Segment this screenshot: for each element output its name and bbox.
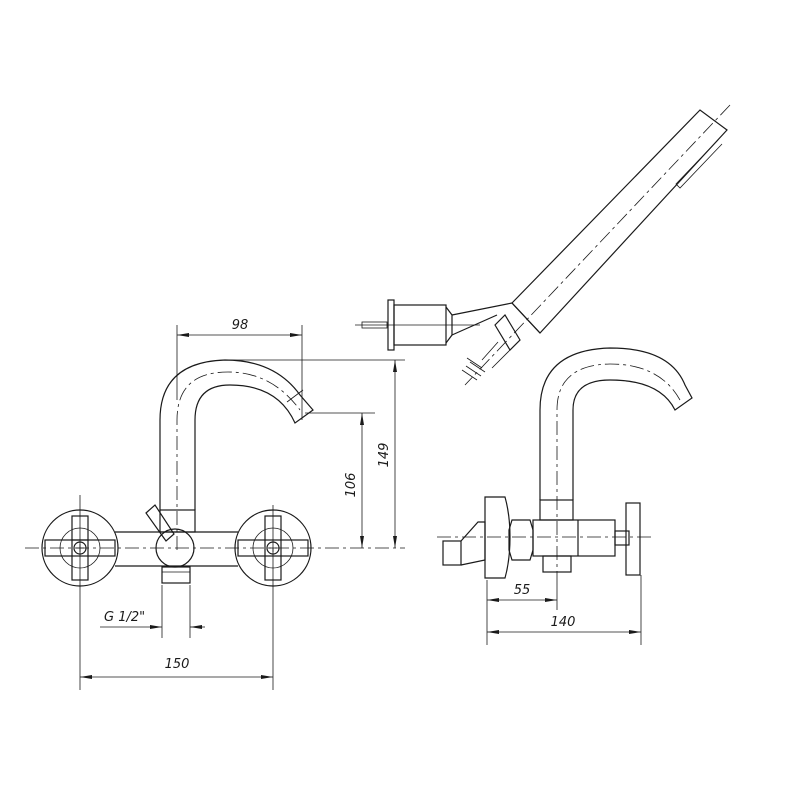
dim-149: 149 (377, 443, 392, 468)
spout (159, 359, 314, 550)
dim-106: 106 (344, 473, 359, 498)
front-view: 98 149 106 G 1/2" 150 (25, 318, 405, 690)
dim-g-half: G 1/2" (104, 610, 145, 625)
body (115, 504, 238, 584)
hose (461, 314, 521, 381)
side-cross-handle (625, 502, 641, 576)
dim-98: 98 (232, 318, 249, 333)
shower-handle (464, 104, 731, 386)
inlet-connector (442, 540, 462, 566)
side-view: 55 140 (437, 347, 693, 645)
left-handle (41, 495, 119, 600)
hand-shower (355, 104, 731, 386)
wall-holder (355, 299, 513, 351)
valve-body (532, 519, 616, 557)
wall-flange (484, 496, 511, 579)
hex-nut (508, 519, 534, 561)
right-handle (234, 505, 312, 600)
dim-55: 55 (514, 583, 531, 598)
side-dimensions: 55 140 (486, 575, 642, 645)
front-dimensions: 98 149 106 G 1/2" 150 (79, 318, 405, 690)
lever (145, 504, 175, 542)
dim-140: 140 (551, 615, 576, 630)
dim-150: 150 (165, 657, 190, 672)
